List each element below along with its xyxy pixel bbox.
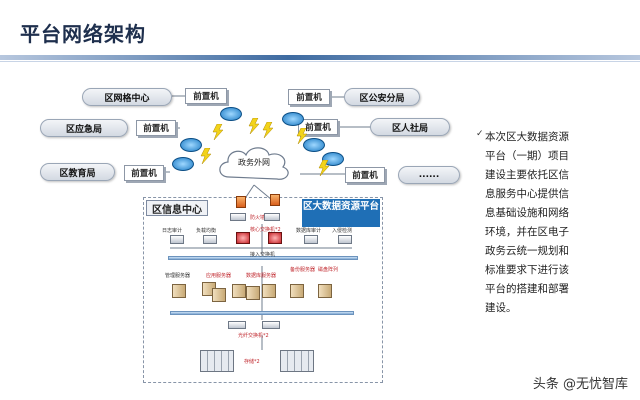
- server-icon: [262, 284, 276, 298]
- lightning-icon: [262, 122, 274, 138]
- check-icon: ✓: [476, 129, 484, 139]
- core-switch-icon: [236, 232, 250, 244]
- firewall-label: 防火墙*2: [250, 215, 271, 221]
- server-icon: [318, 284, 332, 298]
- big-data-platform-label: 区大数据资源平台: [302, 199, 380, 227]
- storage-label: 存储*2: [244, 359, 260, 365]
- front-end-5: 前置机: [298, 119, 338, 135]
- server-icon: [246, 286, 260, 300]
- router-icon: [282, 112, 304, 126]
- device-icon: [338, 235, 352, 244]
- cloud-icon: [219, 147, 289, 180]
- firewall-icon: [270, 194, 280, 206]
- node-hr-social: 区人社局: [370, 118, 450, 136]
- storage-rack-icon: [280, 350, 314, 372]
- front-end-1: 前置机: [185, 88, 227, 104]
- disk-label: 磁盘阵列: [318, 267, 339, 273]
- node-education: 区教育局: [40, 163, 115, 181]
- core-switch-icon: [268, 232, 282, 244]
- node-emergency: 区应急局: [40, 119, 128, 137]
- page-title: 平台网络架构: [20, 22, 146, 46]
- fiber-switch-icon: [262, 321, 280, 329]
- device-icon: [230, 213, 246, 221]
- device-icon: [170, 235, 184, 244]
- lightning-icon: [296, 128, 308, 144]
- front-end-4: 前置机: [288, 89, 330, 105]
- mgmt-label: 管理服务器: [165, 273, 191, 279]
- router-icon: [220, 107, 242, 121]
- fiber-switch-icon: [228, 321, 246, 329]
- router-icon: [172, 157, 194, 171]
- data-center-box: [143, 197, 383, 383]
- device-icon: [203, 235, 217, 244]
- cloud-label: 政务外网: [238, 158, 270, 167]
- server-icon: [212, 288, 226, 302]
- front-end-6: 前置机: [345, 167, 385, 183]
- backup-label: 备份服务器: [290, 267, 316, 273]
- db-audit-label: 数据库审计: [296, 228, 322, 234]
- front-end-2: 前置机: [136, 120, 176, 136]
- gov-network-cloud: 政务外网: [215, 143, 293, 185]
- front-end-3: 前置机: [124, 165, 164, 181]
- fiber-switch-label: 光纤交换机*2: [238, 333, 269, 339]
- router-icon: [303, 138, 325, 152]
- lightning-icon: [318, 160, 330, 176]
- description: ✓ 本次区大数据资源平台（一期）项目建设主要依托区信息服务中心提供信息基础设施和…: [476, 128, 577, 318]
- description-text: 本次区大数据资源平台（一期）项目建设主要依托区信息服务中心提供信息基础设施和网络…: [485, 131, 569, 314]
- data-center-title: 区信息中心: [146, 200, 208, 216]
- device-icon: [304, 235, 318, 244]
- node-grid-center: 区网格中心: [82, 88, 172, 106]
- router-icon: [180, 138, 202, 152]
- server-icon: [290, 284, 304, 298]
- access-switch-label: 接入交换机: [250, 252, 276, 258]
- core-switch-label: 核心交换机*2: [250, 227, 281, 233]
- access-switch-bar: [168, 256, 358, 260]
- db-label: 数据库服务器: [246, 273, 277, 279]
- storage-rack-icon: [200, 350, 234, 372]
- server-icon: [232, 284, 246, 298]
- lightning-icon: [212, 124, 224, 140]
- title-rule-thin: [0, 61, 640, 62]
- watermark: 头条 @无忧智库: [532, 377, 628, 392]
- storage-bar: [170, 311, 354, 315]
- log-audit-label: 日志审计: [162, 228, 183, 234]
- firewall-icon: [236, 196, 246, 208]
- router-icon: [322, 152, 344, 166]
- lightning-icon: [248, 118, 260, 134]
- title-rule: [0, 55, 640, 60]
- lb-label: 负载均衡: [196, 228, 217, 234]
- device-icon: [264, 213, 280, 221]
- node-public-security: 区公安分局: [344, 88, 420, 106]
- server-icon: [172, 284, 186, 298]
- ips-label: 入侵检测: [332, 228, 353, 234]
- node-more: ......: [398, 166, 460, 184]
- app-label: 应用服务器: [206, 273, 232, 279]
- lightning-icon: [200, 148, 212, 164]
